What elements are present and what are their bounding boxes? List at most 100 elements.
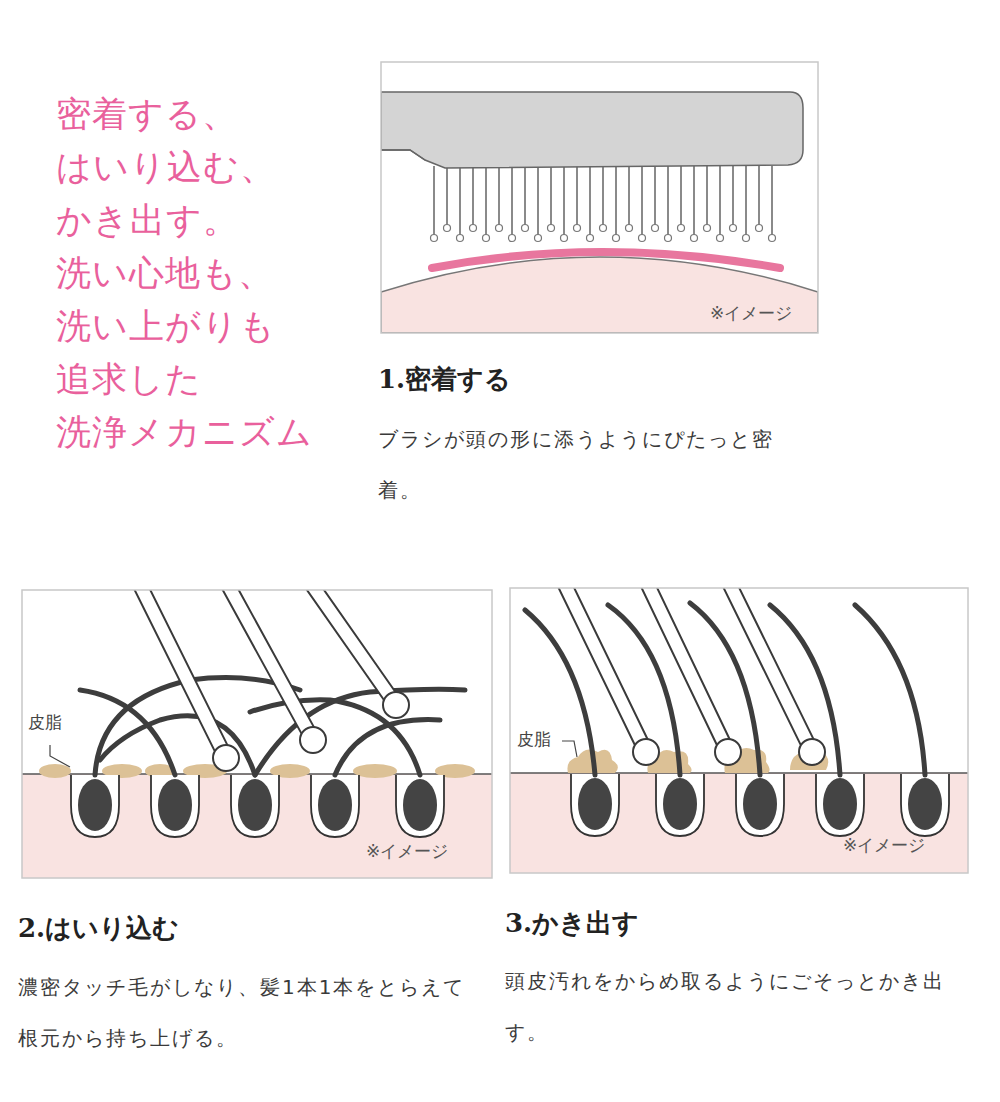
brush-bristles [613,235,620,242]
brush-bristles [537,166,539,238]
brush-bristles [459,166,461,238]
part-label: 皮脂 [517,728,551,751]
hair-follicles [71,775,119,837]
step-heading: 1.密着する [378,362,511,397]
brush-bristles [563,166,565,238]
hair-follicles [311,775,359,837]
hair-follicles [571,774,619,836]
brush-bristles [769,235,776,242]
hair-follicles [816,774,864,836]
panel-insert [22,590,492,878]
hair-follicles [578,778,612,830]
brush-bristles [446,166,448,228]
hair-follicles [158,779,192,831]
brush-bristles [743,235,750,242]
brush-bristles [665,235,672,242]
brush-bristles [626,225,633,232]
brush-bristles [496,225,503,232]
brush-bristles [509,235,516,242]
hair-strands [80,690,175,775]
hair-follicles [908,778,942,830]
brush-bristles [457,235,464,242]
hair-follicles [823,778,857,830]
hair-follicles [901,774,949,836]
brush-bristles [628,166,630,228]
brush-bristles [600,225,607,232]
brush-bristles [472,166,474,228]
hair-follicles [743,778,777,830]
brush-bristles [140,590,226,758]
brush-bristles [312,590,396,705]
brush-bristles [548,225,555,232]
panel-scrape [510,588,968,873]
brush-bristles [498,166,500,228]
brush-bristles [717,235,724,242]
brush-bristles [704,225,711,232]
hair-follicles [396,775,444,837]
step-body: 頭皮汚れをからめ取るようにごそっとかき出す。 [505,956,973,1058]
brush-bristles [730,588,812,752]
headline: 密着する、 はいり込む、 かき出す。 洗い心地も、 洗い上がりも 追求した 洗浄… [56,88,331,459]
hair-follicles [151,775,199,837]
brush-bristles [693,166,695,238]
hair-follicles [656,774,704,836]
hair-follicles [71,775,444,837]
brush-bristles [771,166,773,238]
brush-bristles [633,739,659,765]
panel-frame [22,590,492,878]
brush-bristles [641,166,643,238]
part-label: 皮脂 [28,711,62,734]
brush-bristles [444,225,451,232]
brush-bristles [433,166,435,238]
leader-line [50,745,70,767]
brush-bristles [524,166,526,228]
panel-frame [381,62,818,333]
brush-bristles [730,225,737,232]
panel-brush [432,252,780,268]
brush-bristles [706,166,708,228]
brush-bristles [756,225,763,232]
step-heading: 3.かき出す [505,906,973,941]
brush-bristles [574,225,581,232]
brush-bristles [312,590,396,705]
hair-follicles [736,774,784,836]
brush-bristles [140,590,226,758]
panel-frame [510,588,968,873]
brush-bristles [228,590,313,740]
brush-bristles [730,588,812,752]
brush-bristles [561,235,568,242]
brush-bristles [140,590,409,771]
brush-bristles [639,235,646,242]
hair-follicles [571,774,949,836]
brush-bristles [799,739,825,765]
brush-bristles [602,166,604,228]
brush-bristles [758,166,760,228]
panel-scrape [510,773,968,873]
panel-insert [22,774,492,878]
hair-follicles [238,779,272,831]
hair-follicles [403,779,437,831]
hair-follicles [663,778,697,830]
brush-bristles [565,588,646,752]
brush-bristles [648,588,728,752]
hair-strands [80,678,465,775]
step-body: 濃密タッチ毛がしなり、髪1本1本をとらえて根元から持ち上げる。 [18,962,480,1064]
brush-bristles [576,166,578,228]
brush-bristles [431,166,776,242]
hair-follicles [231,775,279,837]
step-panel: ※イメージ1.密着するブラシが頭の形に添うようにぴたっと密着。 [378,62,818,536]
brush-bristles [213,745,239,771]
brush-bristles [383,692,409,718]
brush-bristles [745,166,747,238]
hair-follicles [78,779,112,831]
brush-bristles [431,235,438,242]
panel-brush [381,92,803,168]
hair-strands [855,605,925,775]
step-panel: 皮脂※イメージ2.はいり込む濃密タッチ毛がしなり、髪1本1本をとらえて根元から持… [18,590,498,1094]
brush-bristles [511,166,513,238]
brush-bristles [470,225,477,232]
brush-bristles [485,166,487,238]
brush-bristles [719,166,721,238]
image-note: ※イメージ [710,302,792,325]
brush-bristles [680,166,682,228]
